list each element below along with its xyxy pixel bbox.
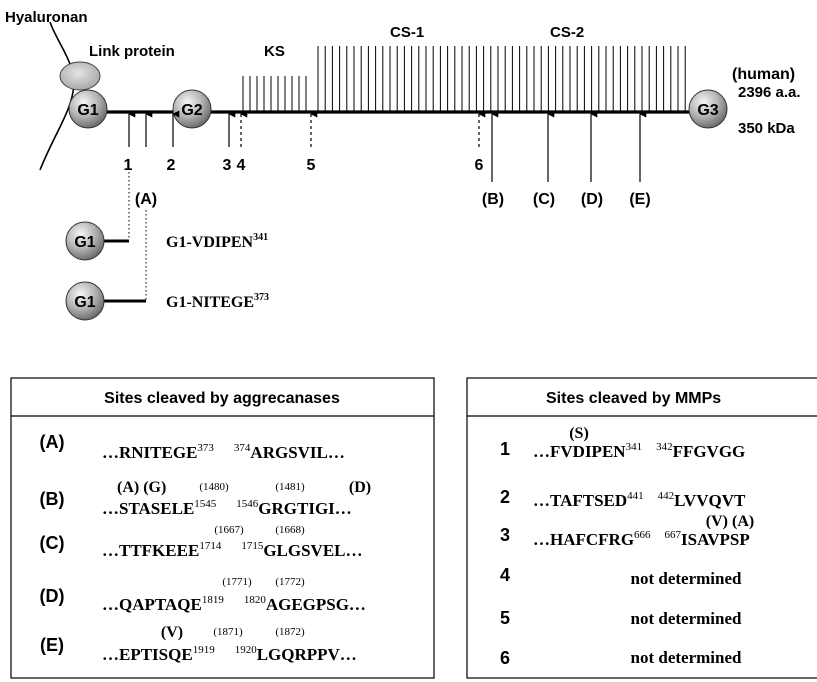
row-position-right: (1481) — [275, 481, 305, 493]
ks-label: KS — [264, 43, 285, 60]
site-letter-a: (A) — [135, 191, 157, 208]
domain-g1: G1 — [68, 89, 108, 129]
mmp-row-6: 6 not determined — [500, 648, 742, 668]
row-variant-right: (D) — [349, 479, 371, 496]
row-label: 5 — [500, 608, 510, 628]
row-position-right: (1872) — [275, 626, 305, 638]
aggrecanase-row-b: (A) (G) (1480) (1481) (D) (B) …STASELE15… — [40, 479, 372, 518]
row-variants: (A) (G) — [117, 479, 166, 496]
domain-g1-label: G1 — [77, 102, 98, 119]
row-label: 1 — [500, 439, 510, 459]
row-variants: (S) — [569, 425, 589, 442]
row-text: not determined — [631, 609, 743, 628]
row-position-right: (1772) — [275, 576, 305, 588]
row-label: 2 — [500, 487, 510, 507]
row-label: (E) — [40, 635, 64, 655]
site-letter-e: (E) — [629, 191, 650, 208]
row-position-left: (1871) — [213, 626, 243, 638]
fragment-vdipen: G1 G1-VDIPEN341 — [65, 221, 268, 261]
row-position-left: (1480) — [199, 481, 229, 493]
mmp-site-numbers: 1 2 3 4 5 6 — [124, 157, 484, 174]
site-number-5: 5 — [307, 157, 316, 174]
species-label: (human) — [732, 66, 795, 83]
cs2-label: CS-2 — [550, 24, 584, 41]
cs-region — [317, 46, 686, 111]
domain-g2: G2 — [172, 89, 212, 129]
fragment-nitege: G1 G1-NITEGE373 — [65, 281, 269, 321]
site-number-6: 6 — [475, 157, 484, 174]
domain-g3: G3 — [688, 89, 728, 129]
aggrecanase-table-title: Sites cleaved by aggrecanases — [104, 390, 340, 407]
mass-label: 350 kDa — [738, 120, 795, 137]
row-label: (D) — [40, 586, 65, 606]
row-text: not determined — [631, 648, 743, 667]
row-position-right: (1668) — [275, 524, 305, 536]
fragment-nitege-domain: G1 — [74, 294, 95, 311]
aggrecan-schematic: Hyaluronan Link protein KS CS-1 CS-2 G1 — [5, 9, 801, 321]
mmp-table-title: Sites cleaved by MMPs — [546, 390, 721, 407]
aggrecanase-table: Sites cleaved by aggrecanases (A) …RNITE… — [10, 377, 435, 679]
row-label: (B) — [40, 489, 65, 509]
ks-region — [242, 76, 307, 111]
row-label: (C) — [40, 533, 65, 553]
site-letter-b: (B) — [482, 191, 504, 208]
fragment-vdipen-domain: G1 — [74, 234, 95, 251]
site-number-2: 2 — [167, 157, 176, 174]
row-label: 6 — [500, 648, 510, 668]
cs1-label: CS-1 — [390, 24, 424, 41]
link-protein-label: Link protein — [89, 43, 175, 60]
cleavage-arrows — [128, 110, 647, 182]
row-label: (A) — [40, 432, 65, 452]
site-number-4: 4 — [237, 157, 246, 174]
site-number-3: 3 — [223, 157, 232, 174]
row-position-left: (1771) — [222, 576, 252, 588]
domain-g2-label: G2 — [181, 102, 202, 119]
fragment-vdipen-label: G1-VDIPEN341 — [166, 232, 268, 251]
row-variants: (V) (A) — [706, 513, 754, 530]
mmp-row-5: 5 not determined — [500, 608, 742, 628]
hyaluronan-strand — [39, 21, 75, 171]
row-variants: (V) — [161, 624, 183, 641]
row-position-left: (1667) — [214, 524, 244, 536]
row-label: 4 — [500, 565, 510, 585]
row-label: 3 — [500, 525, 510, 545]
site-number-1: 1 — [124, 157, 133, 174]
mmp-row-4: 4 not determined — [500, 565, 742, 588]
fragment-nitege-label: G1-NITEGE373 — [166, 292, 269, 311]
aggrecanase-site-letters: (A) (B) (C) (D) (E) — [135, 191, 651, 208]
length-label: 2396 a.a. — [738, 84, 801, 101]
link-protein-shape — [59, 61, 101, 91]
site-letter-d: (D) — [581, 191, 603, 208]
row-text: not determined — [631, 569, 743, 588]
domain-g3-label: G3 — [697, 102, 718, 119]
site-letter-c: (C) — [533, 191, 555, 208]
hyaluronan-label: Hyaluronan — [5, 9, 88, 26]
